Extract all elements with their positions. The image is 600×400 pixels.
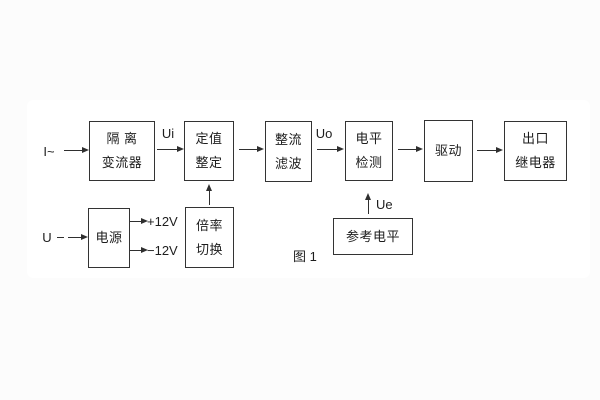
figure-caption: 图 1: [293, 249, 317, 264]
block-label-line: 整流: [274, 131, 302, 147]
block-label-line: 出口: [521, 131, 549, 146]
block-driver: 驱动: [424, 120, 473, 182]
block-level-detection: 电平 检测: [345, 121, 393, 181]
block-label-line: 定值: [195, 131, 223, 146]
label-rail-negative: −12V: [147, 243, 178, 258]
block-label-line: 变流器: [101, 155, 143, 170]
block-label-line: 整定: [195, 155, 223, 170]
block-label-line: 电源: [95, 230, 123, 245]
label-input-current: I~: [43, 144, 55, 159]
label-ue: Ue: [376, 197, 393, 212]
block-label-line: 滤波: [274, 155, 302, 171]
block-isolation-transformer: 隔 离 变流器: [89, 121, 155, 181]
block-label-line: 检测: [355, 155, 383, 170]
block-label-line: 隔 离: [106, 131, 138, 146]
block-label-line: 电平: [355, 131, 383, 146]
block-label-line: 继电器: [515, 155, 556, 170]
label-input-voltage: U: [42, 230, 52, 245]
label-ui: Ui: [161, 126, 175, 141]
block-setpoint-adjustment: 定值 整定: [184, 121, 234, 181]
block-ratio-switching: 倍率 切换: [185, 207, 234, 268]
block-label-line: 倍率: [195, 217, 223, 233]
block-reference-level: 参考电平: [333, 218, 413, 255]
label-uo: Uo: [315, 126, 333, 141]
block-label-line: 参考电平: [345, 228, 400, 244]
block-rectifier-filter: 整流 滤波: [265, 121, 312, 182]
block-output-relay: 出口 继电器: [504, 121, 567, 181]
block-power-supply: 电源: [88, 208, 130, 268]
block-label-line: 切换: [195, 241, 223, 257]
block-label-line: 驱动: [434, 143, 462, 158]
label-rail-positive: +12V: [147, 214, 178, 229]
